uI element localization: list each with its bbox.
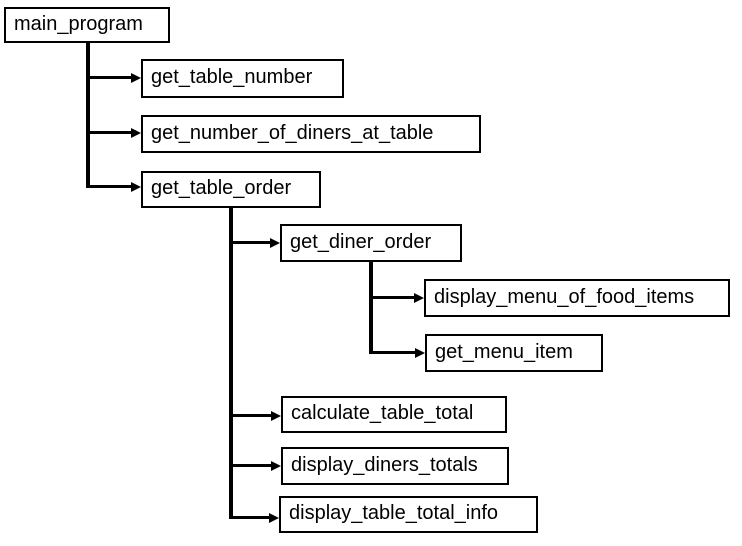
connector-arrow-calculate-table-total bbox=[229, 410, 281, 421]
node-display-menu-of-food-items: display_menu_of_food_items bbox=[424, 279, 730, 317]
node-get-table-order: get_table_order bbox=[141, 171, 321, 208]
connector-arrow-get-table-order bbox=[86, 181, 141, 192]
node-get-menu-item: get_menu_item bbox=[425, 334, 603, 372]
node-get-diner-order: get_diner_order bbox=[280, 224, 462, 262]
node-display-table-total-info: display_table_total_info bbox=[279, 496, 538, 533]
connector-arrow-display-table-total-info bbox=[229, 512, 279, 523]
connector-arrow-display-diners-totals bbox=[229, 460, 281, 471]
connector-trunk-get-diner-order bbox=[369, 262, 373, 354]
connector-trunk-main-program bbox=[86, 43, 90, 188]
connector-arrow-display-menu-of-food-items bbox=[369, 292, 424, 303]
node-calculate-table-total: calculate_table_total bbox=[281, 396, 507, 433]
node-get-number-of-diners-at-table: get_number_of_diners_at_table bbox=[141, 115, 481, 153]
node-display-diners-totals: display_diners_totals bbox=[281, 447, 509, 485]
node-main-program: main_program bbox=[4, 7, 170, 43]
connector-arrow-get-diner-order bbox=[229, 237, 280, 248]
connector-arrow-get-menu-item bbox=[369, 347, 425, 358]
connector-arrow-get-number-of-diners-at-table bbox=[86, 127, 141, 138]
connector-arrow-get-table-number bbox=[86, 72, 141, 83]
connector-trunk-get-table-order bbox=[229, 208, 233, 519]
node-get-table-number: get_table_number bbox=[141, 59, 344, 98]
